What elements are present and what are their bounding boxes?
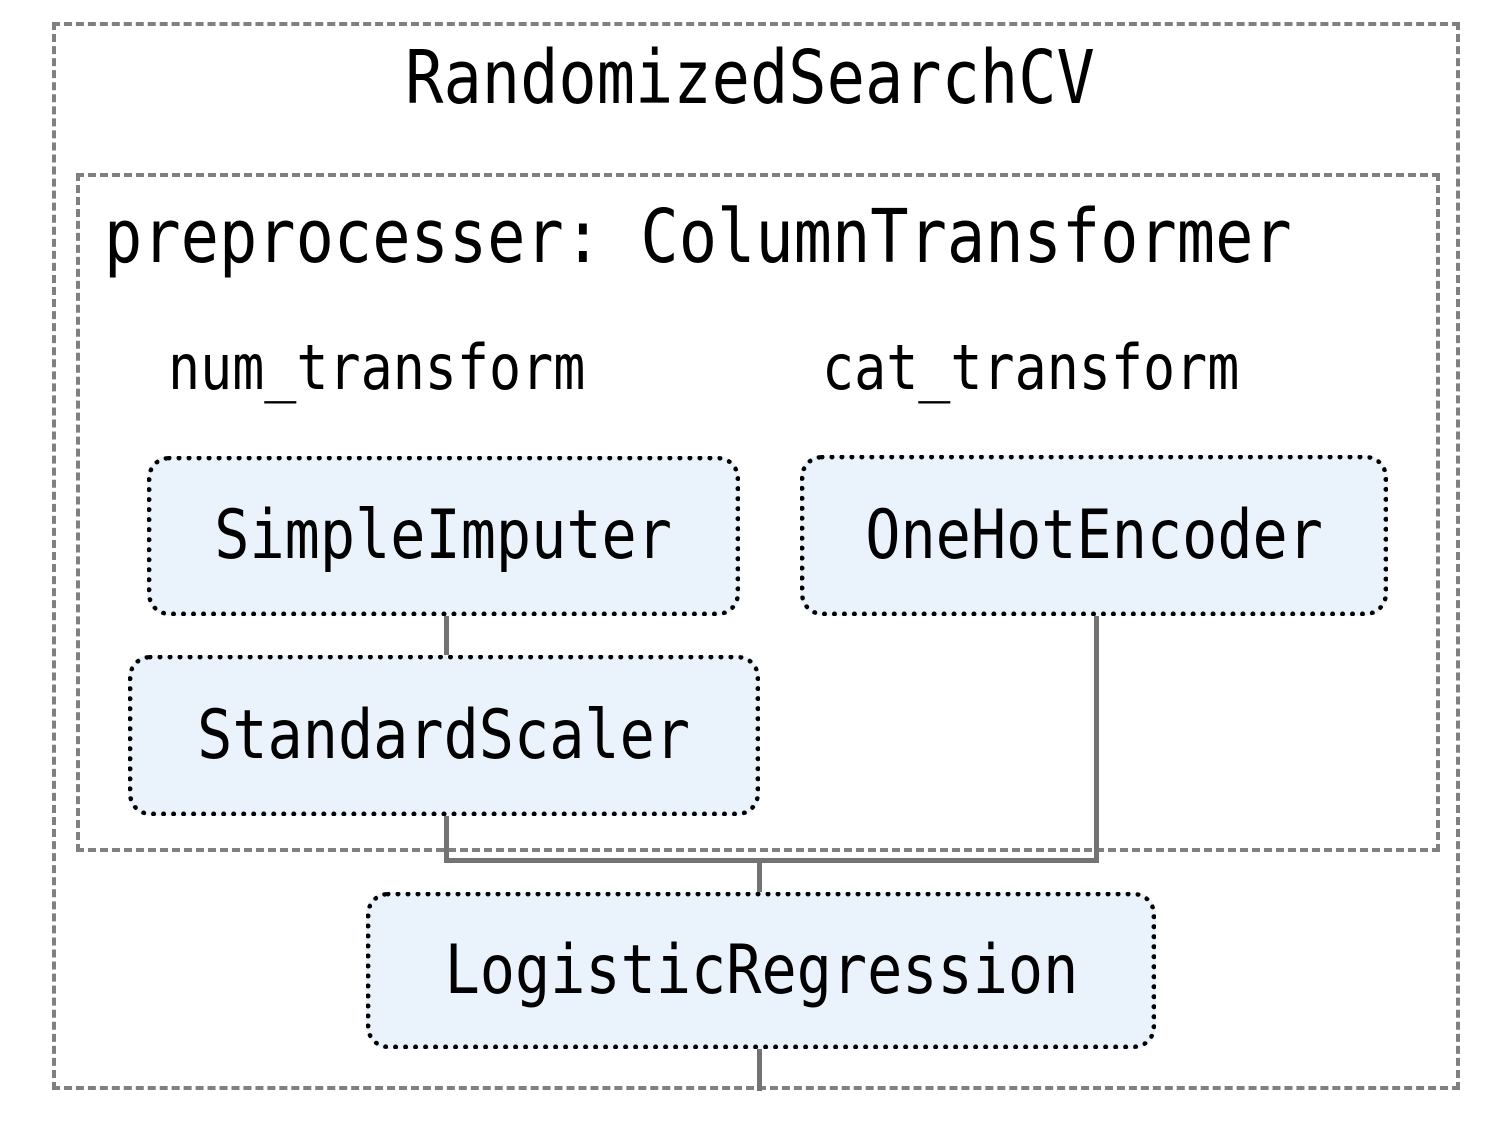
estimator-label-simple-imputer: SimpleImputer bbox=[214, 496, 673, 575]
estimator-box-one-hot-encoder[interactable]: OneHotEncoder bbox=[800, 455, 1388, 616]
branch-label-cat-transform: cat_transform bbox=[822, 331, 1240, 404]
branch-label-num-transform: num_transform bbox=[168, 331, 586, 404]
estimator-label-standard-scaler: StandardScaler bbox=[197, 695, 691, 775]
estimator-label-one-hot-encoder: OneHotEncoder bbox=[865, 495, 1323, 575]
connector-logisticregression-output bbox=[757, 1045, 762, 1091]
estimator-box-logistic-regression[interactable]: LogisticRegression bbox=[366, 892, 1156, 1049]
connector-merge-bus bbox=[444, 858, 1099, 863]
page-title: RandomizedSearchCV bbox=[405, 35, 1095, 121]
connector-standardscaler-down bbox=[444, 812, 449, 862]
column-transformer-container bbox=[76, 173, 1440, 852]
estimator-box-simple-imputer[interactable]: SimpleImputer bbox=[147, 456, 740, 616]
connector-bus-logisticregression bbox=[757, 858, 762, 894]
estimator-label-logistic-regression: LogisticRegression bbox=[444, 930, 1078, 1010]
connector-onehotencoder-down bbox=[1094, 612, 1099, 862]
column-transformer-title: preprocesser: ColumnTransformer bbox=[104, 194, 1292, 280]
randomized-search-cv-container bbox=[52, 22, 1460, 1090]
estimator-box-standard-scaler[interactable]: StandardScaler bbox=[128, 655, 760, 816]
connector-simpleimputer-standardscaler bbox=[444, 612, 449, 659]
